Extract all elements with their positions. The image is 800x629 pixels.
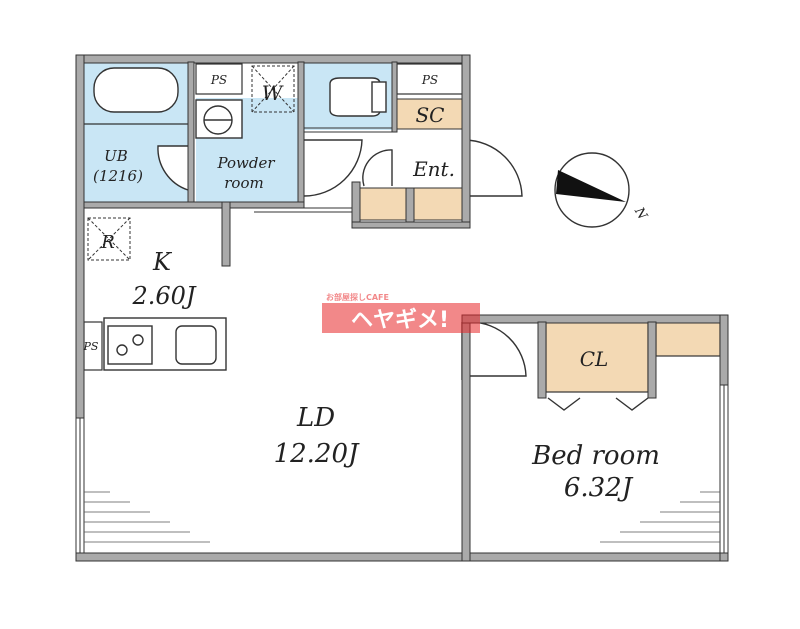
watermark-big-text: ヘヤギメ! bbox=[351, 308, 449, 333]
washer-space bbox=[251, 65, 295, 113]
walls bbox=[75, 54, 729, 562]
label-bedroom: Bed room bbox=[531, 441, 660, 471]
kitchen-sink bbox=[175, 325, 217, 365]
entrance-door-swing bbox=[464, 139, 523, 197]
label-closet: CL bbox=[580, 347, 609, 371]
label-kitchen: K bbox=[152, 248, 173, 276]
entrance-cabinet-right bbox=[413, 187, 463, 221]
closet-area bbox=[545, 321, 649, 393]
windows bbox=[75, 384, 729, 554]
watermark-small-text: お部屋探しCAFE bbox=[326, 292, 389, 302]
toilet-tank bbox=[371, 81, 387, 113]
label-ps-top-left: PS bbox=[210, 73, 227, 87]
label-entrance: Ent. bbox=[412, 157, 455, 181]
watermark: お部屋探しCAFE ヘヤギメ! bbox=[322, 292, 480, 333]
bathtub bbox=[93, 67, 179, 113]
fixtures bbox=[84, 67, 649, 411]
toilet-door-swing bbox=[303, 139, 363, 197]
label-ps-top-right: PS bbox=[421, 73, 438, 87]
label-ps-side: PS bbox=[83, 340, 99, 353]
compass-arrow bbox=[556, 170, 626, 202]
label-ld-size: 12.20J bbox=[274, 439, 360, 469]
label-powder-room-1: Powder bbox=[216, 154, 275, 172]
pipe-shafts bbox=[83, 63, 464, 371]
sliding-tracks bbox=[254, 127, 392, 213]
label-refrigerator: R bbox=[100, 232, 115, 253]
label-ld: LD bbox=[296, 403, 335, 433]
compass-north-label: N bbox=[631, 204, 650, 223]
label-kitchen-size: 2.60J bbox=[131, 282, 196, 310]
label-powder-room-2: room bbox=[224, 174, 263, 192]
stove bbox=[107, 325, 153, 365]
refrigerator-space bbox=[87, 217, 131, 261]
compass: N bbox=[554, 152, 650, 228]
closet-door-left bbox=[547, 397, 581, 411]
balcony-steps bbox=[84, 491, 720, 543]
watermark-box bbox=[322, 303, 480, 333]
burner-2 bbox=[132, 334, 144, 346]
label-unit-bath-size: (1216) bbox=[93, 167, 143, 185]
dashed-spaces bbox=[87, 65, 295, 261]
closet-door-right bbox=[615, 397, 649, 411]
burner-1 bbox=[116, 344, 128, 356]
label-unit-bath: UB bbox=[104, 147, 128, 165]
label-shoe-closet: SC bbox=[415, 103, 444, 127]
ps-box-top-left bbox=[195, 63, 243, 95]
bath-door-swing bbox=[157, 145, 189, 191]
entrance-step-door bbox=[362, 149, 393, 187]
entrance-cabinet-left bbox=[359, 187, 407, 221]
room-labels: PS W PS SC Ent. UB (1216) Powder room R … bbox=[83, 73, 660, 503]
bedroom-shelf bbox=[655, 321, 721, 357]
label-washer: W bbox=[262, 81, 284, 105]
label-bedroom-size: 6.32J bbox=[564, 473, 634, 503]
